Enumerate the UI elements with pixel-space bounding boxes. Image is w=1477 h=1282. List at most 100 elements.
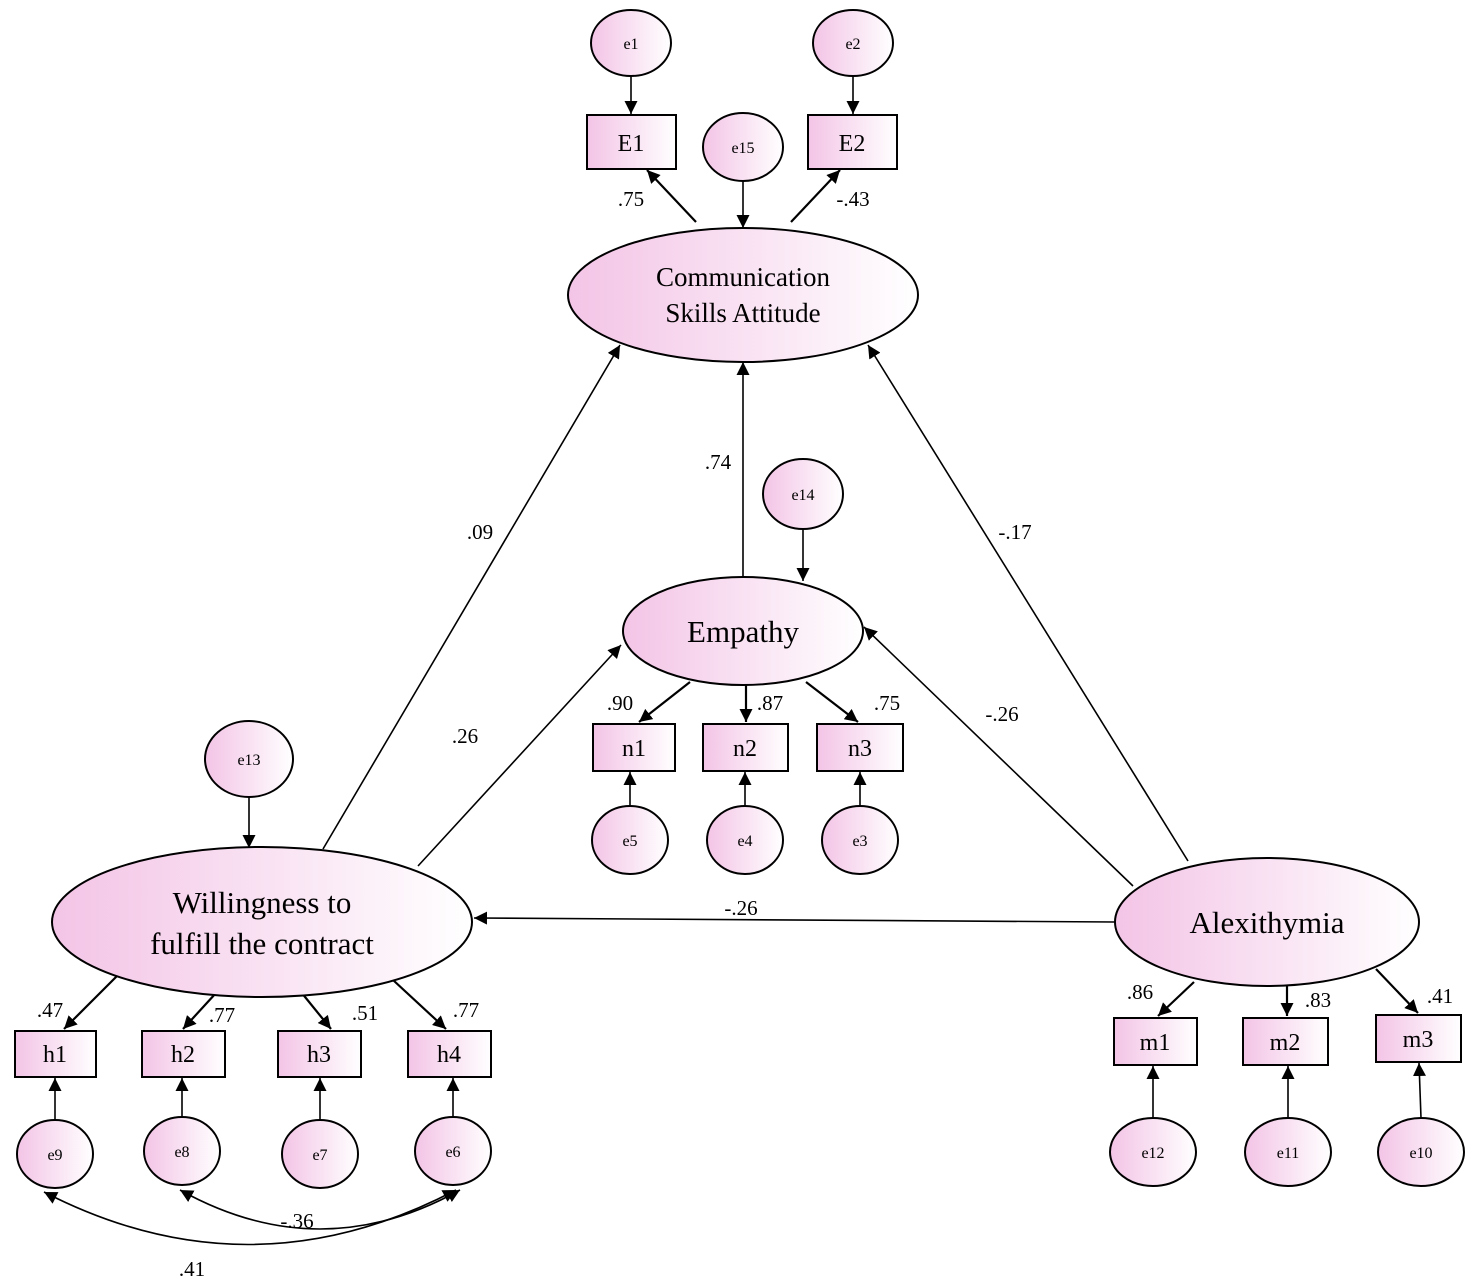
- indicator-E1-label: E1: [618, 131, 645, 157]
- indicator-E1: E1: [586, 114, 677, 170]
- latent-alexithymia: Alexithymia: [1114, 857, 1420, 987]
- arrow-empathy-to-n1: [638, 681, 691, 723]
- indicator-m1: m1: [1113, 1017, 1198, 1066]
- error-e14-label: e14: [791, 487, 814, 504]
- latent-communication-skills-attitude: Communication Skills Attitude: [567, 227, 919, 363]
- loading-n2: .87: [757, 691, 783, 715]
- path-alexithymia-to-empathy: -.26: [985, 702, 1018, 726]
- indicator-m1-label: m1: [1140, 1030, 1171, 1056]
- indicator-h1-label: h1: [43, 1042, 67, 1068]
- alexithymia-label: Alexithymia: [1190, 905, 1345, 940]
- indicator-h3-label: h3: [307, 1042, 331, 1068]
- indicator-h1: h1: [14, 1030, 97, 1078]
- loading-m3: .41: [1427, 984, 1453, 1008]
- indicator-E2-label: E2: [839, 131, 866, 157]
- error-e13: e13: [204, 720, 294, 798]
- indicator-h2-label: h2: [171, 1042, 195, 1068]
- error-e5-label: e5: [622, 833, 637, 850]
- arrow-willingness-to-h1: [63, 975, 118, 1030]
- loading-E2: -.43: [836, 187, 869, 211]
- error-e4-label: e4: [737, 833, 752, 850]
- error-e6-label: e6: [445, 1144, 460, 1161]
- error-e8: e8: [143, 1116, 221, 1186]
- indicator-h3: h3: [277, 1030, 362, 1078]
- error-e10: e10: [1377, 1117, 1465, 1187]
- error-e5: e5: [591, 805, 669, 875]
- arrow-alexithymia-to-empathy: [863, 626, 1134, 887]
- arrow-e10-to-m3: [1412, 1062, 1426, 1119]
- error-e15-label: e15: [731, 140, 754, 157]
- path-willingness-to-empathy: .26: [452, 724, 478, 748]
- arrow-alexithymia-to-m1: [1157, 981, 1195, 1017]
- arrow-willingness-to-csa: [322, 344, 621, 850]
- error-e1: e1: [590, 9, 672, 77]
- indicator-h4: h4: [407, 1030, 492, 1078]
- indicator-m2: m2: [1242, 1017, 1329, 1066]
- indicator-m2-label: m2: [1270, 1030, 1301, 1056]
- error-e4: e4: [706, 805, 784, 875]
- arrow-csa-to-E2: [790, 169, 841, 223]
- error-e13-label: e13: [237, 752, 260, 769]
- error-e10-label: e10: [1409, 1145, 1432, 1162]
- csa-label-line2: Skills Attitude: [665, 298, 820, 328]
- indicator-h4-label: h4: [437, 1042, 461, 1068]
- loading-h4: .77: [453, 998, 479, 1022]
- error-e11: e11: [1244, 1117, 1332, 1187]
- loading-E1: .75: [618, 187, 644, 211]
- error-e1-label: e1: [623, 36, 638, 53]
- error-e2-label: e2: [845, 36, 860, 53]
- error-e7: e7: [281, 1119, 359, 1189]
- covariance-e8-e6-label: -.36: [280, 1209, 313, 1233]
- empathy-label: Empathy: [687, 614, 799, 649]
- arrow-willingness-to-empathy: [417, 644, 622, 867]
- covariance-e9-e6: [43, 1189, 457, 1246]
- path-alexithymia-to-csa: -.17: [998, 520, 1031, 544]
- error-e14: e14: [762, 458, 844, 530]
- indicator-m3: m3: [1375, 1014, 1462, 1063]
- arrow-csa-to-E1: [646, 169, 697, 223]
- csa-label-line1: Communication: [656, 262, 830, 292]
- error-e2: e2: [812, 9, 894, 77]
- error-e6: e6: [414, 1116, 492, 1186]
- latent-willingness: Willingness to fulfill the contract: [51, 846, 473, 998]
- indicator-E2: E2: [807, 114, 898, 170]
- error-e3-label: e3: [852, 833, 867, 850]
- indicator-m3-label: m3: [1403, 1027, 1434, 1053]
- error-e7-label: e7: [312, 1147, 327, 1164]
- arrow-empathy-to-n3: [805, 681, 859, 723]
- arrow-willingness-to-h3: [300, 991, 332, 1030]
- error-e12: e12: [1109, 1117, 1197, 1187]
- loading-h1: .47: [37, 998, 63, 1022]
- covariance-e9-e6-label: .41: [179, 1257, 205, 1281]
- willingness-label-line1: Willingness to: [173, 885, 352, 920]
- error-e9-label: e9: [47, 1147, 62, 1164]
- path-willingness-to-csa: .09: [467, 520, 493, 544]
- willingness-label-line2: fulfill the contract: [150, 926, 374, 961]
- error-e8-label: e8: [174, 1144, 189, 1161]
- error-e12-label: e12: [1141, 1145, 1164, 1162]
- indicator-n1-label: n1: [622, 736, 646, 762]
- loading-n3: .75: [874, 691, 900, 715]
- path-alexithymia-to-willingness: -.26: [724, 896, 757, 920]
- loading-h3: .51: [352, 1001, 378, 1025]
- arrow-willingness-to-h4: [392, 979, 447, 1030]
- indicator-n3: n3: [816, 723, 904, 772]
- indicator-h2: h2: [141, 1030, 226, 1078]
- arrow-alexithymia-to-csa: [867, 344, 1189, 862]
- arrow-willingness-to-h2: [182, 992, 217, 1030]
- error-e15: e15: [702, 112, 784, 182]
- loading-m2: .83: [1305, 988, 1331, 1012]
- error-e9: e9: [16, 1119, 94, 1189]
- error-e11-label: e11: [1277, 1145, 1300, 1162]
- loading-h2: .77: [209, 1003, 235, 1027]
- arrow-alexithymia-to-willingness: [473, 911, 1116, 925]
- arrow-alexithymia-to-m3: [1375, 968, 1419, 1014]
- latent-empathy: Empathy: [622, 576, 864, 686]
- covariance-e8-e6: [179, 1189, 461, 1230]
- path-empathy-to-csa: .74: [705, 450, 732, 474]
- loading-m1: .86: [1127, 980, 1153, 1004]
- indicator-n2: n2: [702, 723, 789, 772]
- indicator-n3-label: n3: [848, 736, 872, 762]
- error-e3: e3: [821, 805, 899, 875]
